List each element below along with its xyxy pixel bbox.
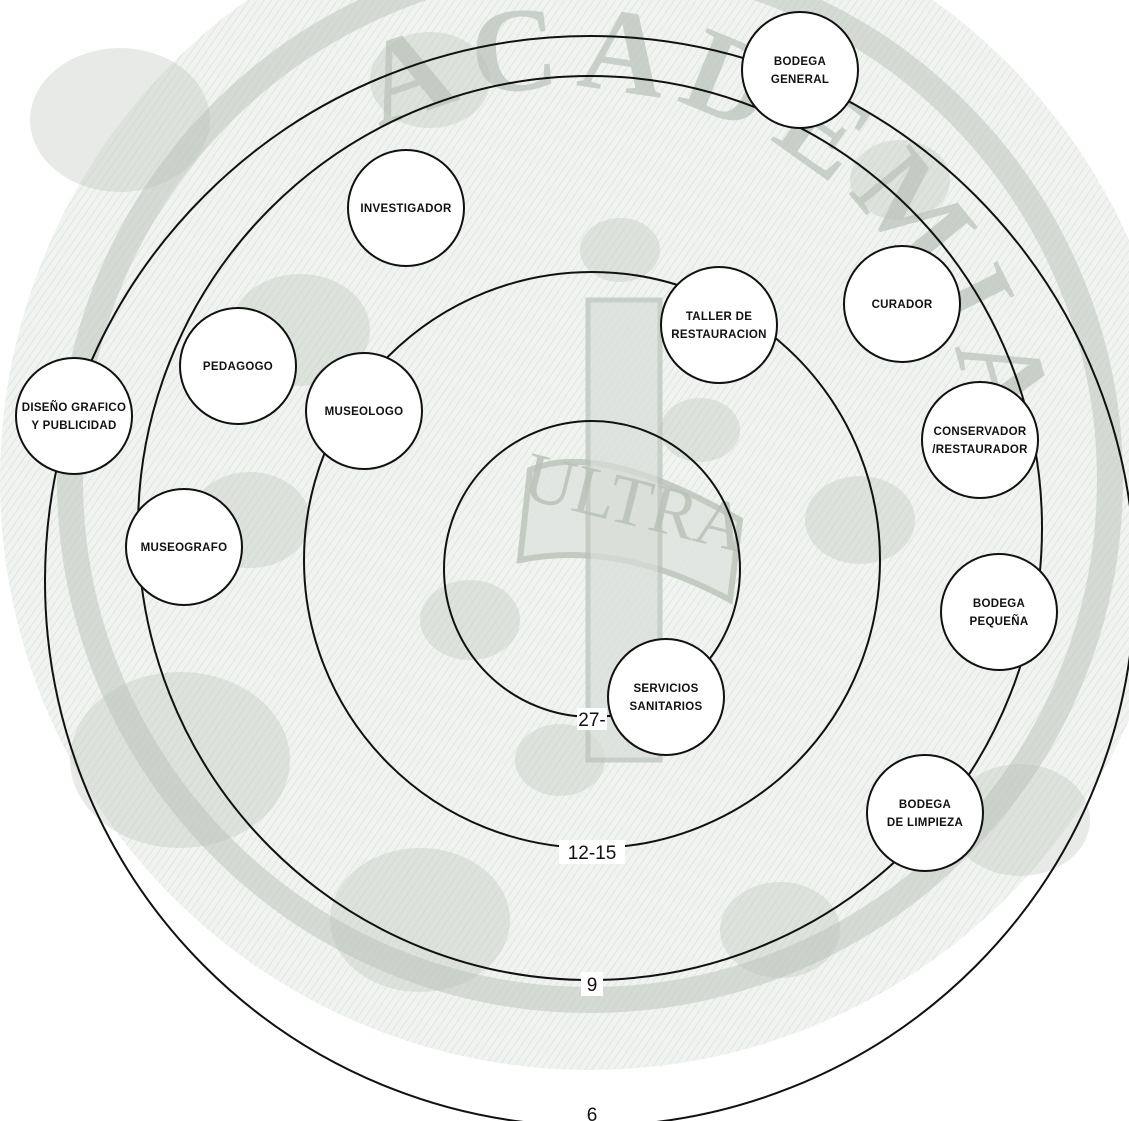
node-museografo: MUSEOGRAFO [125,488,243,606]
node-label-line: /RESTAURADOR [932,444,1028,456]
node-label-line: BODEGA [973,598,1025,610]
node-servicios-sanitarios: SERVICIOS SANITARIOS [607,638,725,756]
seal-texture-blob [515,724,605,796]
ring-4 [44,35,1129,1121]
node-label-line: PEQUEÑA [970,615,1029,628]
node-label-line: CONSERVADOR [934,426,1027,438]
ring-label-3: 9 [587,975,598,996]
node-label-line: Y PUBLICIDAD [31,420,116,432]
seal-texture-blob [420,580,520,660]
ring-label-1: 27- [578,710,605,731]
seal-texture-blob [950,764,1090,876]
seal-texture-blob [580,218,660,282]
seal-texture-blob [805,476,915,564]
ring-label-background [559,840,625,864]
node-circle [607,638,725,756]
rings-group: 27- 12-15 9 6 [44,35,1129,1121]
node-label-line: SERVICIOS [633,683,698,695]
node-label-line: TALLER DE [686,311,752,323]
node-label-line: RESTAURACION [671,329,766,341]
seal-texture-blob [30,48,210,192]
ring-label-background [581,972,603,996]
node-label-line: INVESTIGADOR [360,203,452,215]
ring-label-background [577,708,607,730]
node-label-line: MUSEOGRAFO [141,542,228,554]
node-circle [940,553,1058,671]
node-bodega-de-limpieza: BODEGA DE LIMPIEZA [866,754,984,872]
seal-texture-blob [70,672,290,848]
node-circle [179,307,297,425]
node-label-line: CURADOR [872,299,933,311]
seal-ring [57,0,1123,1013]
node-circle [347,149,465,267]
node-label-line: SANITARIOS [629,701,702,713]
node-circle [660,266,778,384]
node-label-line: PEDAGOGO [203,361,273,373]
ring-label-2: 12-15 [568,843,617,864]
node-curador: CURADOR [843,245,961,363]
node-diseno-grafico: DISEÑO GRAFICO Y PUBLICIDAD [15,357,133,475]
ring-label-4: 6 [587,1105,598,1121]
node-circle [741,11,859,129]
seal-texture-blob [330,848,510,992]
node-label-line: GENERAL [771,74,829,86]
seal-texture-blob [720,882,840,978]
node-label-line: DE LIMPIEZA [887,817,963,829]
node-circle [866,754,984,872]
node-museologo: MUSEOLOGO [305,352,423,470]
node-taller-de-restauracion: TALLER DE RESTAURACION [660,266,778,384]
nodes-group: BODEGA GENERAL INVESTIGADOR CURADOR TALLER D… [15,11,1058,872]
node-label-line: DISEÑO GRAFICO [22,401,127,414]
node-investigador: INVESTIGADOR [347,149,465,267]
node-pedagogo: PEDAGOGO [179,307,297,425]
node-circle [921,381,1039,499]
node-circle [305,352,423,470]
node-conservador-restaurador: CONSERVADOR/RESTAURADOR [921,381,1039,499]
node-circle [125,488,243,606]
node-label-line: BODEGA [899,799,951,811]
node-label-line: BODEGA [774,56,826,68]
seal-texture-blob [850,140,950,220]
node-circle [15,357,133,475]
seal-texture-blob [660,398,740,462]
node-label-line: MUSEOLOGO [325,406,404,418]
ring-label-background [581,1104,603,1121]
node-circle [843,245,961,363]
seal-texture-blob [370,32,490,128]
node-bodega-general: BODEGA GENERAL [741,11,859,129]
node-bodega-pequena: BODEGA PEQUEÑA [940,553,1058,671]
